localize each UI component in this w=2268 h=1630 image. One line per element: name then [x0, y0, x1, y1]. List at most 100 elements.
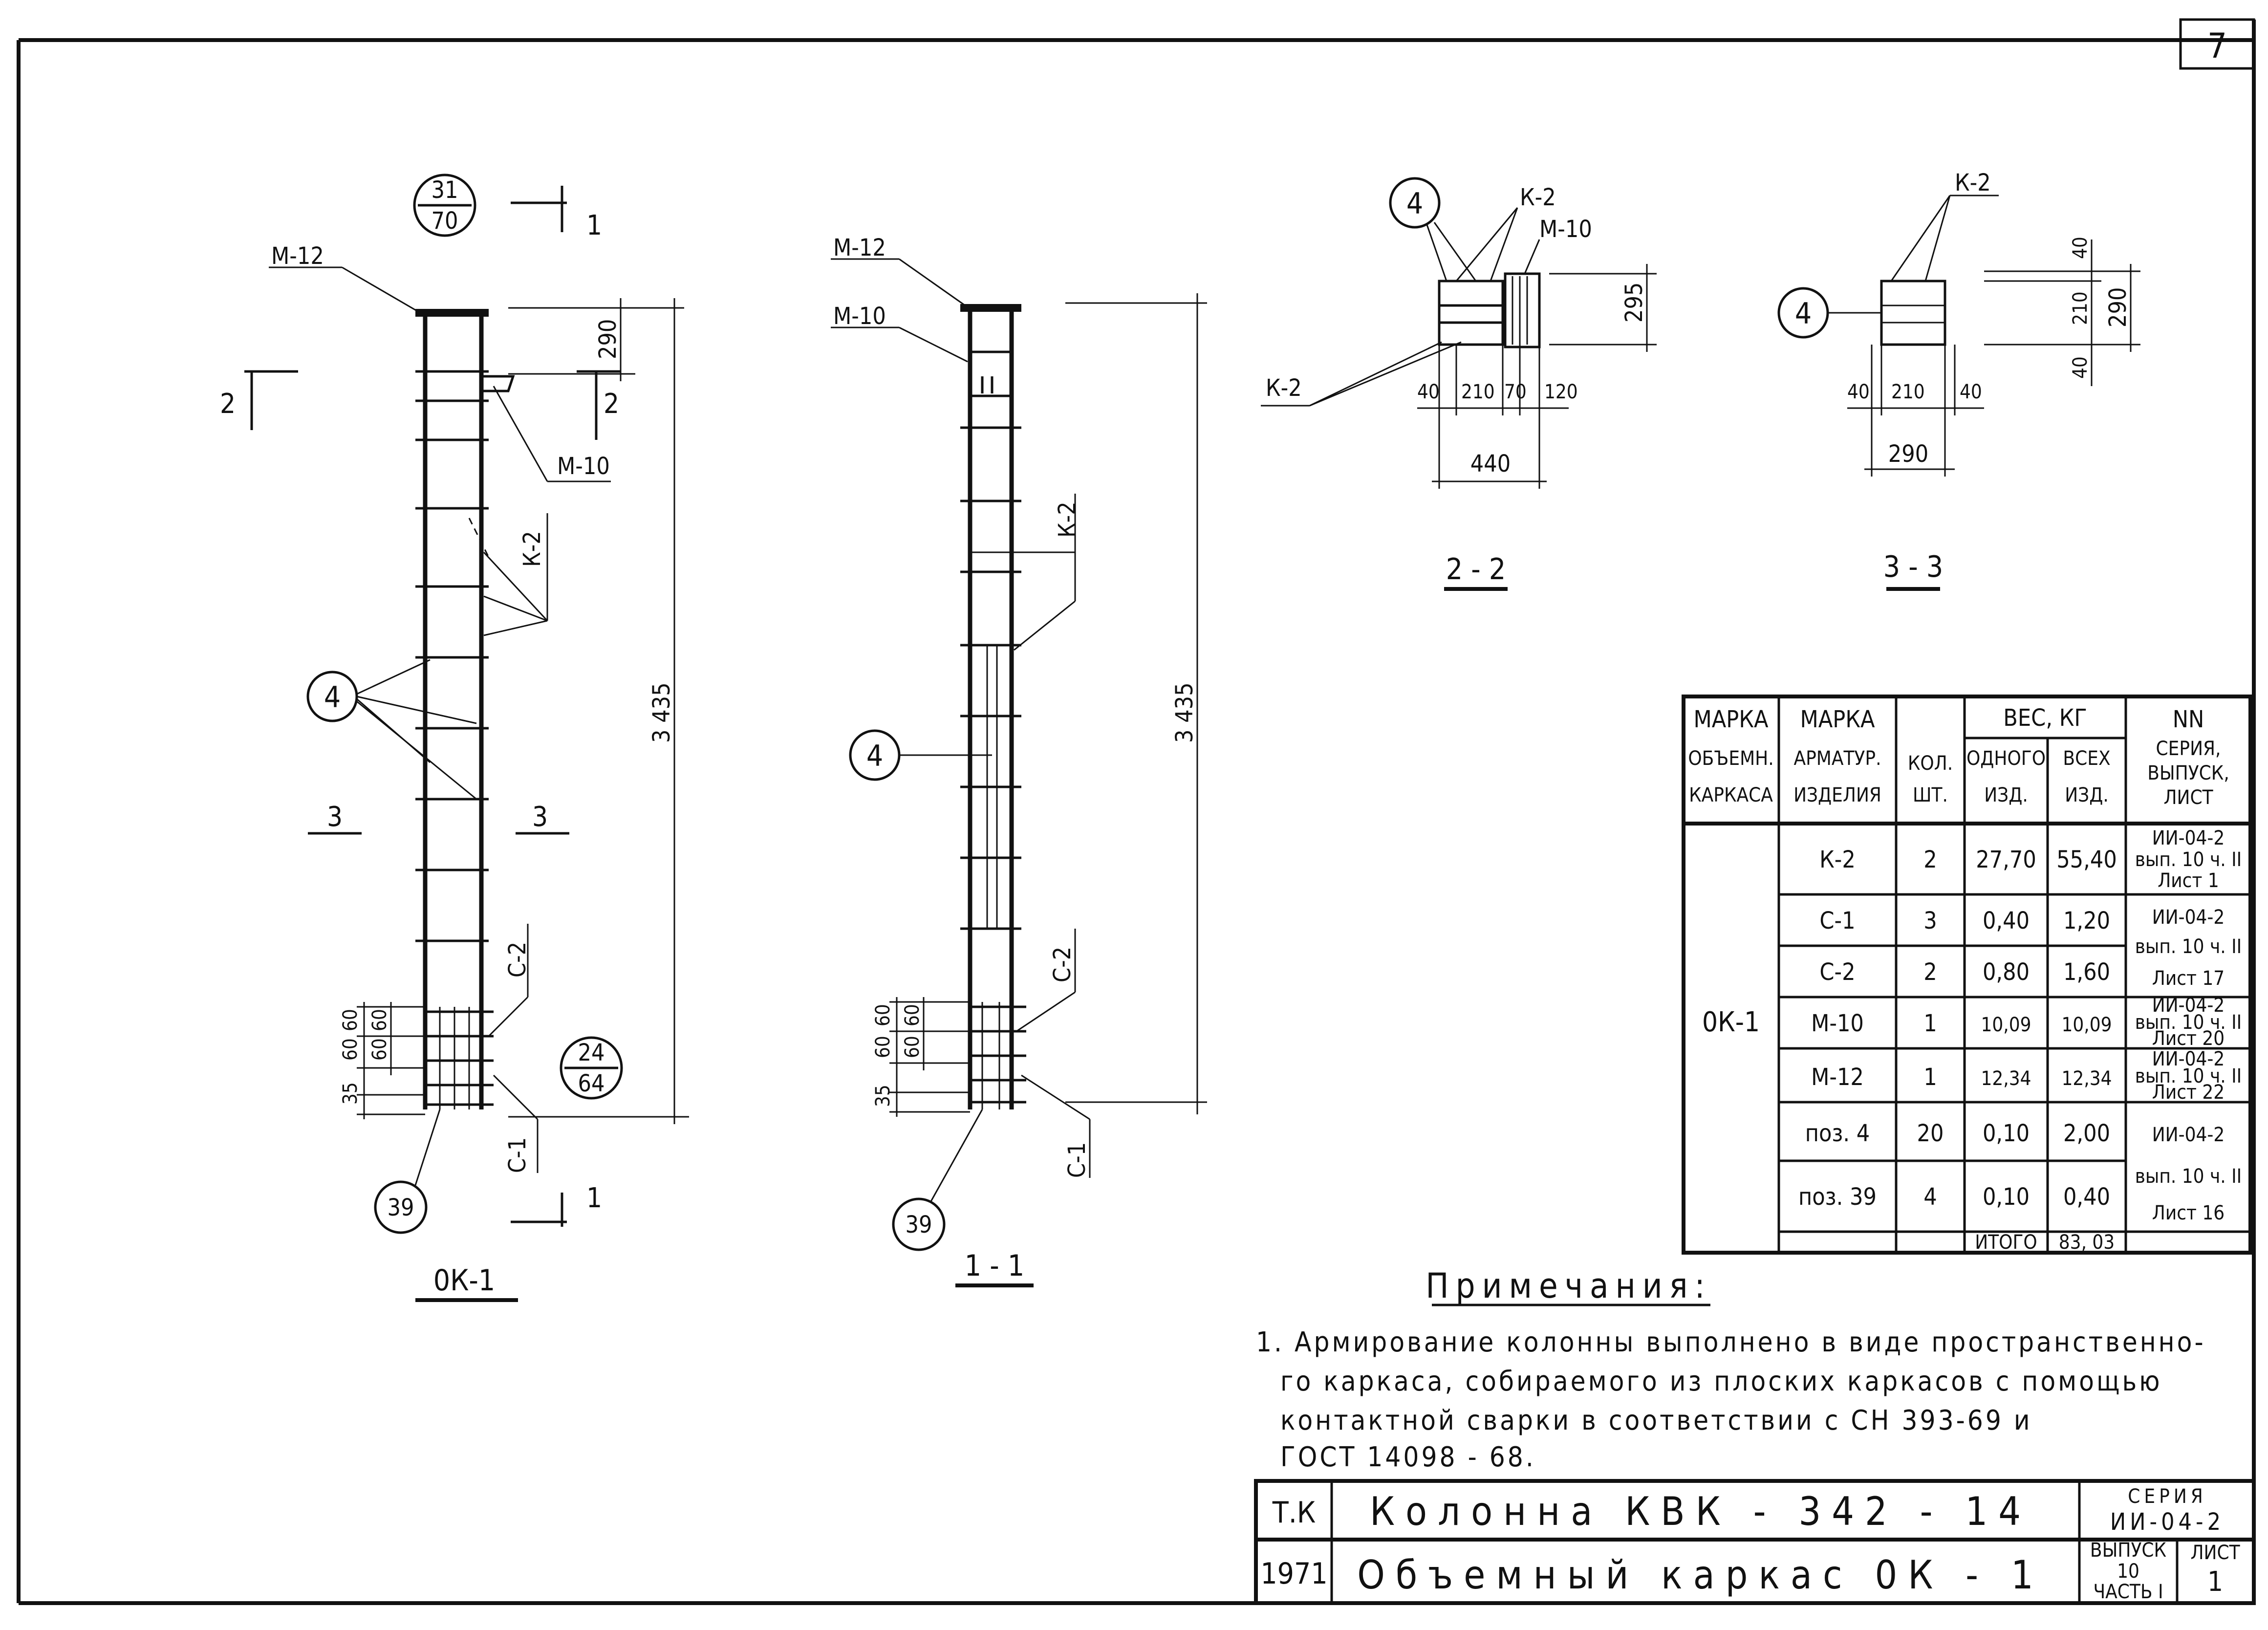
total-label: ИТОГО: [1975, 1231, 2037, 1254]
label-c2: С-2: [1049, 947, 1076, 982]
svg-text:2: 2: [604, 388, 619, 420]
svg-text:С-2: С-2: [1819, 958, 1855, 986]
svg-text:60: 60: [368, 1038, 391, 1061]
svg-text:210: 210: [2069, 291, 2092, 325]
view-ok1: М-12 М-10 К-2 4 С-2 С-1 39 31: [220, 174, 689, 1302]
svg-text:ИИ-04-2: ИИ-04-2: [2152, 994, 2225, 1017]
table-refs: ИИ-04-2 вып. 10 ч. II Лист 1 ИИ-04-2 вып…: [2135, 827, 2242, 1224]
table-row: М-12 1 12,34 12,34: [1811, 1064, 2112, 1091]
svg-text:4: 4: [1923, 1183, 1937, 1211]
table-row: С-2 2 0,80 1,60: [1819, 958, 2110, 986]
section-mark-2: 2 2: [220, 370, 621, 440]
svg-text:60: 60: [901, 1036, 924, 1058]
sheet-frame: 7: [17, 18, 2256, 1605]
svg-text:64: 64: [578, 1070, 605, 1097]
svg-text:12,34: 12,34: [2062, 1067, 2112, 1090]
tb-title2: Объемный каркас 0К - 1: [1357, 1552, 2044, 1598]
table-row: поз. 4 20 0,10 2,00: [1805, 1120, 2110, 1147]
svg-text:40: 40: [1417, 381, 1440, 403]
svg-text:60: 60: [901, 1004, 924, 1026]
plate-m10: [969, 350, 1013, 397]
svg-text:60: 60: [339, 1038, 362, 1061]
plate-m12: [960, 304, 1021, 312]
callout-top: 31 70: [413, 174, 476, 237]
svg-text:60: 60: [872, 1004, 894, 1026]
svg-text:М-10: М-10: [1811, 1010, 1864, 1037]
plate-m12: [415, 309, 489, 317]
svg-text:АРМАТУР.: АРМАТУР.: [1793, 747, 1881, 770]
tb-series-label: СЕРИЯ: [2128, 1485, 2206, 1508]
svg-text:290: 290: [1888, 440, 1928, 468]
notes: Примечания: 1. Армирование колонны выпол…: [1256, 1266, 2206, 1473]
svg-text:ОБЪЕМН.: ОБЪЕМН.: [1688, 747, 1773, 770]
svg-text:1: 1: [1923, 1064, 1937, 1091]
label-c2: С-2: [504, 942, 531, 978]
view-section-2-2: 4 К-2 М-10 К-2 295 40 210 70 120 440 2 -…: [1261, 177, 1657, 591]
label-pos4: 4: [866, 739, 883, 773]
svg-text:2,00: 2,00: [2063, 1120, 2110, 1147]
svg-text:10,09: 10,09: [2062, 1014, 2112, 1036]
view-section-1-1: М-12 М-10 К-2 4 С-2 С-1 39 3 435: [831, 234, 1207, 1287]
section-mark-1: 1 1: [511, 186, 602, 1227]
svg-text:ИЗДЕЛИЯ: ИЗДЕЛИЯ: [1793, 784, 1881, 806]
svg-text:0,40: 0,40: [2063, 1183, 2110, 1211]
svg-text:ИИ-04-2: ИИ-04-2: [2152, 827, 2225, 849]
note-line: 1. Армирование колонны выполнено в виде …: [1256, 1326, 2206, 1358]
svg-text:NN: NN: [2173, 706, 2204, 733]
label-c1: С-1: [1063, 1142, 1091, 1178]
tb-org: Т.К: [1272, 1496, 1316, 1530]
sheet-number-box: [2179, 18, 2255, 70]
label-k2-top: К-2: [1520, 184, 1556, 211]
svg-text:Лист 22: Лист 22: [2152, 1081, 2225, 1104]
tb-part: ЧАСТЬ I: [2093, 1581, 2163, 1603]
tb-year: 1971: [1260, 1557, 1327, 1591]
tb-title1: Колонна КВК - 342 - 14: [1370, 1489, 2031, 1534]
svg-text:ИИ-04-2: ИИ-04-2: [2152, 1124, 2225, 1146]
svg-text:ИИ-04-2: ИИ-04-2: [2152, 906, 2225, 929]
bottom-mesh: [425, 1007, 494, 1109]
svg-text:СЕРИЯ,: СЕРИЯ,: [2156, 738, 2221, 760]
dims-left: 60 60 60 60 35: [339, 1002, 425, 1119]
label-k2: К-2: [1955, 169, 1991, 196]
svg-text:290: 290: [2104, 287, 2132, 327]
svg-text:1: 1: [1923, 1010, 1937, 1037]
svg-text:КОЛ.: КОЛ.: [1908, 752, 1953, 775]
svg-text:поз. 4: поз. 4: [1805, 1120, 1870, 1147]
svg-text:2: 2: [220, 388, 236, 420]
svg-text:70: 70: [1504, 381, 1527, 403]
view-title-2-2: 2 - 2: [1446, 552, 1506, 587]
label-pos39: 39: [906, 1211, 932, 1239]
svg-text:0,40: 0,40: [1983, 907, 2030, 935]
title-block: Т.К 1971 Колонна КВК - 342 - 14 Объемный…: [1254, 1479, 2256, 1605]
svg-text:40: 40: [2069, 356, 2092, 379]
callout-bottom: 24 64: [560, 1036, 623, 1100]
svg-text:ИЗД.: ИЗД.: [1984, 784, 2028, 806]
svg-text:1,60: 1,60: [2063, 958, 2110, 986]
svg-text:0,10: 0,10: [1983, 1120, 2030, 1147]
svg-text:1,20: 1,20: [2063, 907, 2110, 935]
frame-mark: 0К-1: [1702, 1006, 1760, 1038]
svg-text:35: 35: [339, 1082, 362, 1105]
svg-text:40: 40: [1960, 381, 1982, 403]
total-value: 83, 03: [2059, 1231, 2115, 1254]
svg-text:3: 3: [532, 801, 548, 833]
sheet-number: 7: [2207, 26, 2227, 66]
view-section-3-3: 4 К-2 40 210 40 290 40 210 40 290 3 - 3: [1777, 169, 2140, 591]
svg-text:МАРКА: МАРКА: [1800, 706, 1875, 733]
svg-text:27,70: 27,70: [1976, 846, 2036, 873]
table-row: М-10 1 10,09 10,09: [1811, 1010, 2112, 1037]
svg-text:ЛИСТ: ЛИСТ: [2163, 786, 2213, 809]
svg-text:вып. 10 ч. II: вып. 10 ч. II: [2135, 1011, 2242, 1034]
svg-text:10,09: 10,09: [1981, 1014, 2031, 1036]
note-line: ГОСТ 14098 - 68.: [1280, 1441, 1536, 1473]
svg-text:12,34: 12,34: [1981, 1067, 2031, 1090]
table-row: К-2 2 27,70 55,40: [1819, 846, 2117, 873]
svg-text:2: 2: [1923, 846, 1937, 873]
svg-text:М-12: М-12: [1811, 1064, 1864, 1091]
tb-issue: 10: [2117, 1560, 2139, 1583]
svg-text:295: 295: [1620, 283, 1648, 323]
svg-text:Лист 20: Лист 20: [2152, 1027, 2225, 1050]
label-pos4: 4: [1406, 187, 1423, 221]
tb-sheet: 1: [2207, 1566, 2223, 1598]
svg-text:МАРКА: МАРКА: [1693, 706, 1768, 733]
